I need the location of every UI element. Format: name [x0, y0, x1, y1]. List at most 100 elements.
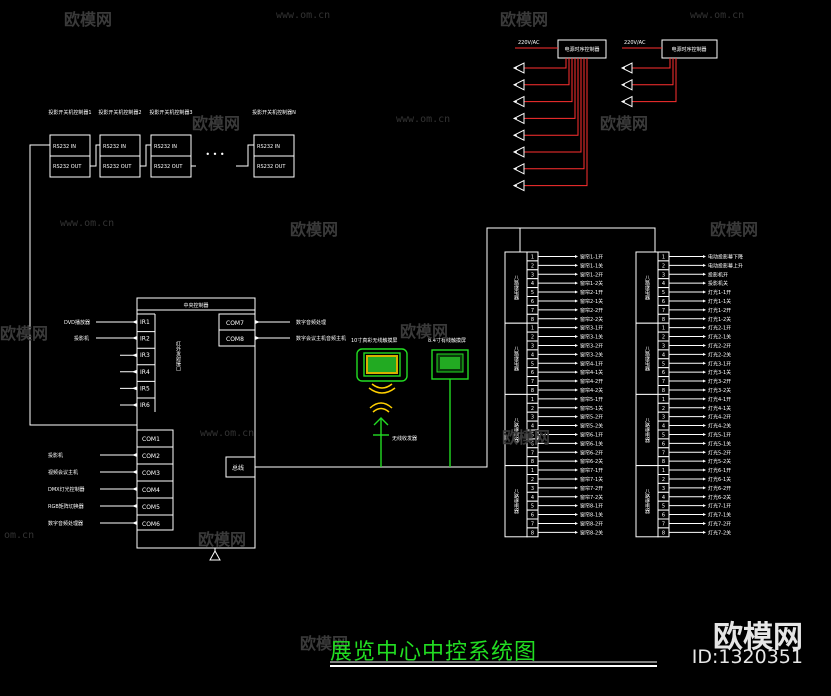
socket-icon: [620, 95, 633, 108]
relay-output-label: 窗帘6-1开: [580, 431, 603, 438]
relay-output-label: 窗帘1-1关: [580, 262, 603, 269]
com-device-label: DMX灯光控制器: [48, 486, 85, 493]
relay-channel-number: 1: [531, 326, 534, 332]
com-port-label: COM4: [142, 487, 160, 494]
controller-2-in: RS232 IN: [103, 144, 126, 150]
com-port-label: COM3: [142, 470, 160, 477]
wireless-transceiver-label: 无线收发器: [392, 435, 417, 442]
com7-label: COM7: [226, 320, 244, 327]
relay-output-label: 灯光7-1开: [708, 503, 731, 510]
relay-output-label: 窗帘2-1开: [580, 289, 603, 296]
relay-channel-number: 6: [662, 513, 665, 519]
com-device-label: RGB矩阵切换器: [48, 503, 84, 510]
socket-icon: [512, 146, 525, 158]
controller-1-out: RS232 OUT: [53, 164, 82, 170]
com-port-label: COM5: [142, 504, 160, 511]
relay-channel-number: 5: [531, 361, 534, 367]
relay-channel-number: 2: [662, 406, 665, 412]
relay-channel-number: 6: [531, 299, 534, 305]
relay-channel-number: 5: [662, 361, 665, 367]
relay-output-label: 窗帘7-1关: [580, 476, 603, 483]
wireless-touch-panel-icon: [356, 348, 408, 394]
relay-channel-number: 3: [662, 344, 665, 350]
power-sequencer-right: 电源时序控制器 220V/AC: [620, 39, 718, 108]
relay-channel-number: 3: [662, 272, 665, 278]
relay-output-label: 灯光6-1开: [708, 467, 731, 474]
relay-channel-number: 7: [662, 308, 665, 314]
relay-output-label: 窗帘4-2开: [580, 378, 603, 385]
relay-output-label: 灯光2-1关: [708, 334, 731, 341]
ir-port-label: IR3: [140, 352, 150, 359]
watermark-brand: 欧模网: [300, 634, 349, 653]
relay-channel-number: 8: [531, 530, 534, 536]
right-device-2: 数字会议主机音频主机: [296, 335, 346, 342]
relay-output-label: 窗帘8-2关: [580, 529, 603, 536]
watermark-url: www.om.cn: [60, 218, 115, 229]
ir-device-1: DVD播放器: [64, 319, 90, 326]
relay-output-label: 窗帘6-2关: [580, 458, 603, 465]
relay-module-label: 八路继电器: [644, 346, 650, 372]
relay-channel-number: 5: [662, 433, 665, 439]
relay-output-label: 灯光4-1关: [708, 405, 731, 412]
touch-panel-1-label: 10寸真彩无线触摸屏: [351, 337, 397, 344]
relay-channel-number: 2: [531, 477, 534, 483]
relay-output-label: 窗帘6-1关: [580, 440, 603, 447]
relay-output-label: 投影机关: [708, 280, 728, 287]
relay-channel-number: 8: [662, 388, 665, 394]
relay-channel-number: 5: [662, 290, 665, 296]
watermark-url: www.om.cn: [396, 114, 451, 125]
power-sequencer-left-label: 电源时序控制器: [564, 46, 599, 53]
power-right-input-label: 220V/AC: [624, 40, 646, 46]
relay-output-label: 灯光6-1关: [708, 476, 731, 483]
relay-channel-number: 4: [531, 424, 534, 430]
watermark-brand: 欧模网: [502, 428, 551, 447]
relay-module-label: 八路继电器: [513, 275, 519, 301]
relay-output-label: 窗帘2-2开: [580, 307, 603, 314]
relay-output-label: 灯光1-2关: [708, 316, 731, 323]
relay-channel-number: 1: [531, 255, 534, 261]
relay-channel-number: 6: [531, 370, 534, 376]
relay-channel-number: 5: [531, 433, 534, 439]
relay-output-label: 窗帘8-2开: [580, 520, 603, 527]
socket-icon: [512, 78, 525, 91]
relay-output-label: 灯光5-2开: [708, 449, 731, 456]
relay-channel-number: 3: [531, 344, 534, 350]
power-sequencer-left: 电源时序控制器 220V/AC: [512, 39, 607, 192]
com-device-label: 数字音频处理器: [48, 520, 83, 527]
power-sequencer-right-box: [661, 39, 718, 59]
ir-side-label: 红外发射接口: [175, 340, 181, 372]
controller-n-title: 投影开关机控制器N: [252, 109, 296, 116]
watermark-brand: 欧模网: [64, 10, 113, 29]
watermark-url: www.om.cn: [200, 428, 255, 439]
relay-output-label: 灯光2-2关: [708, 351, 731, 358]
relay-channel-number: 1: [662, 326, 665, 332]
right-device-1: 数字音频处理: [296, 319, 326, 326]
relay-output-label: 电动投影幕上升: [708, 262, 743, 269]
relay-channel-number: 7: [531, 450, 534, 456]
relay-output-label: 窗帘3-1关: [580, 334, 603, 341]
touch-panel-2-label: 8.4寸有线触摸屏: [428, 337, 466, 344]
relay-output-label: 窗帘5-2关: [580, 423, 603, 430]
socket-icon: [512, 62, 525, 74]
power-sequencer-left-box: [557, 39, 607, 59]
watermark-brand: 欧模网: [500, 10, 549, 29]
relay-output-label: 灯光7-1关: [708, 512, 731, 519]
com-port-label: COM2: [142, 453, 160, 460]
relay-channel-number: 1: [662, 397, 665, 403]
relay-output-label: 灯光3-1开: [708, 360, 731, 367]
controller-3-title: 投影开关机控制器3: [149, 109, 192, 116]
relay-channel-number: 8: [531, 317, 534, 323]
com-device-label: 投影机: [48, 452, 63, 459]
relay-channel-number: 6: [662, 370, 665, 376]
relay-output-label: 灯光3-2开: [708, 378, 731, 385]
wired-touch-panel-icon: [431, 349, 469, 467]
relay-channel-number: 4: [662, 424, 665, 430]
relay-channel-number: 7: [531, 308, 534, 314]
relay-channel-number: 7: [531, 522, 534, 528]
relay-output-label: 窗帘7-2开: [580, 485, 603, 492]
relay-output-label: 窗帘8-1开: [580, 503, 603, 510]
relay-channel-number: 2: [531, 406, 534, 412]
socket-icon: [512, 179, 525, 192]
